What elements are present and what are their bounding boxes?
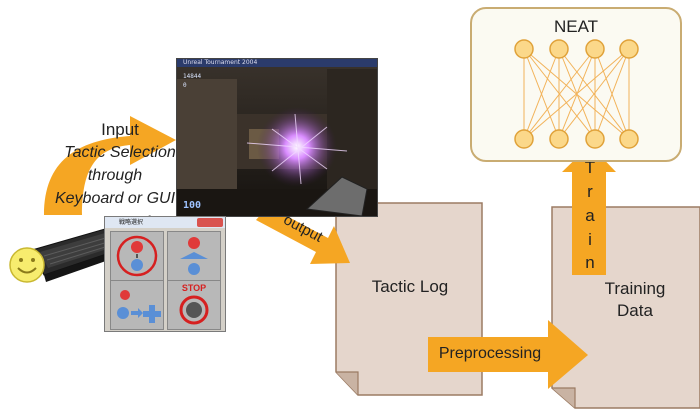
neat-network-box: NEAT [470,7,682,162]
train-letter-i: i [588,230,592,249]
tactic-log-fold [336,371,359,395]
neat-output-node-3 [619,39,639,59]
neat-input-node-2 [585,129,605,149]
stop-label: STOP [181,283,207,293]
preprocessing-label: Preprocessing [438,345,542,362]
train-letter-r: r [587,182,593,201]
neat-edge-2-0 [523,48,596,140]
neat-input-node-3 [619,129,639,149]
tactic-button-support[interactable] [110,280,164,330]
train-letter-a: a [585,206,595,225]
neat-label: NEAT [553,17,599,36]
training-data-label-line-2: Data [617,301,653,320]
neat-edge-3-0 [523,48,630,140]
game-health: 100 [183,200,202,211]
regroup-icon [116,235,158,277]
training-data-fold [552,387,576,408]
tactic-button-stop[interactable]: STOP [167,280,221,330]
training-data-label-line-1: Training [604,279,666,298]
neat-input-node-1 [549,129,569,149]
preprocessing-arrow [428,320,588,389]
smiley-face-icon [9,247,45,283]
game-hud-score: 14844 [183,73,202,80]
neat-network-graph [514,39,639,149]
neat-edge-3-2 [594,48,630,140]
input-subtitle-line-2: through [87,167,143,184]
input-subtitle-line-1: Tactic Selection [64,144,176,161]
tactic-gui-window: 戦略選択 STOP [104,216,226,332]
input-subtitle-line-3: Keyboard or GUI [54,190,176,207]
support-icon [117,290,161,323]
advance-icon [180,237,208,275]
neat-edge-1-0 [523,48,560,140]
gui-close-button[interactable] [197,218,223,227]
train-letter-n: n [585,253,595,272]
tactic-log-label: Tactic Log [371,277,449,296]
game-hud-ammo: 0 [183,82,187,89]
train-arrow [562,145,616,275]
neat-output-node-2 [585,39,605,59]
neat-output-node-1 [549,39,569,59]
neat-input-node-0 [514,129,534,149]
tactic-button-regroup[interactable] [110,231,164,281]
neat-output-node-0 [514,39,534,59]
train-letter-t: T [584,158,596,177]
stop-icon [179,295,209,325]
game-window-title: Unreal Tournament 2004 [177,59,377,67]
game-scene [177,59,377,216]
tactic-button-advance[interactable] [167,231,221,281]
neat-edge-3-1 [558,48,630,140]
input-label: Input [101,120,139,139]
output-arrow [256,206,350,264]
game-screenshot: Unreal Tournament 2004 14844 0 100 [176,58,378,217]
gui-window-title: 戦略選択 [105,217,225,228]
input-arrow [44,116,176,215]
